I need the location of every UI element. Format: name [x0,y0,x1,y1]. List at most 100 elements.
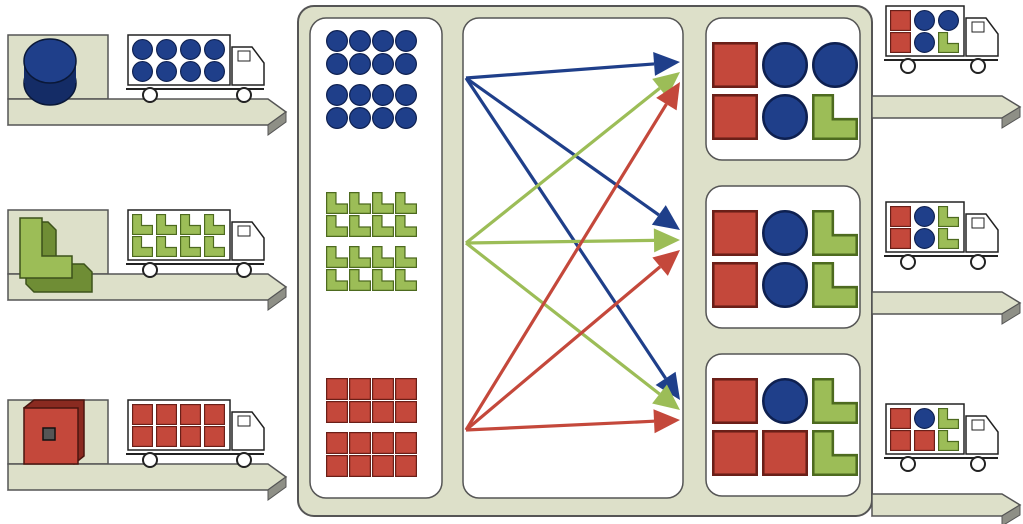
stock-item [395,378,418,401]
inbound-arrow [6,98,288,136]
truck-window [237,415,251,427]
mix-item [761,429,808,476]
outbound-truck [884,403,999,472]
outbound-truck [884,201,999,270]
truck-cargo-item [155,60,177,83]
truck-cargo-item [179,38,201,61]
stock-item [395,30,418,52]
stock-item [326,107,349,130]
truck-cargo-item [889,430,911,452]
mix-item [812,210,858,256]
truck-cargo-item [155,404,177,426]
stock-item [325,214,349,238]
mix-item [761,41,808,89]
truck-cargo-item [913,408,935,430]
mix-item [711,377,758,424]
inbound-truck [126,209,265,278]
stock-item [326,432,349,455]
stock-item [326,401,349,424]
stock-item [348,214,372,238]
stock-item [349,378,372,401]
inbound-truck [126,34,265,103]
stock-item [395,107,418,130]
stock-item [349,107,372,130]
stock-item [325,268,349,292]
stock-item [325,245,349,269]
inbound-truck [126,399,265,468]
truck-cargo-item [913,227,935,249]
truck-cargo-item [203,60,225,83]
mix-item [811,41,858,89]
inbound-lane-1 [6,34,288,136]
stock-item [371,268,395,292]
outbound-lane-1 [870,5,1022,129]
truck-cargo-item [155,213,178,236]
truck-window [971,217,985,229]
truck-cargo-item [889,227,911,249]
truck-window [971,419,985,431]
truck-wheel [900,58,916,74]
l-shape-product-icon [19,217,93,293]
mix-item [711,209,758,256]
stock-item [394,245,418,269]
truck-cargo-item [131,38,153,61]
stock-item [349,432,372,455]
truck-wheel [142,452,158,468]
square-stock-icon [326,378,418,478]
truck-cargo-item [913,9,935,32]
stock-item [326,455,349,478]
route-arrow-square-to-3 [465,409,680,434]
stock-item [371,191,395,215]
stock-item [372,53,395,75]
truck-cargo-item [937,31,960,54]
truck-cargo-item [913,205,935,227]
truck-wheel [142,87,158,103]
truck-cargo-item [203,38,225,61]
stock-item [326,30,349,52]
outbound-arrow [870,291,1022,325]
truck-cargo-item [179,235,202,258]
truck-cargo-item [937,429,960,452]
outbound-truck [884,5,999,74]
stock-item [349,84,372,107]
truck-wheel [970,58,986,74]
destination-mix-2 [711,209,858,308]
truck-cargo-item [179,404,201,426]
stock-item [348,191,372,215]
mix-item [711,429,758,476]
truck-cargo-item [155,38,177,61]
stock-item [371,245,395,269]
route-arrow-lshape-to-2 [465,228,680,253]
outbound-lanes [870,5,1022,524]
truck-cargo-item [937,9,959,32]
mix-item [711,41,758,89]
truck-cargo-item [913,430,935,452]
truck-cargo-item [889,31,911,54]
route-arrow-square-to-1 [464,82,680,431]
truck-cargo-item [889,205,911,227]
stock-item [348,245,372,269]
mix-item [761,93,808,141]
truck-cargo-item [203,213,226,236]
truck-cargo-item [937,227,960,250]
truck-cargo-item [203,235,226,258]
truck-wheel [142,262,158,278]
stock-item [395,432,418,455]
truck-cargo-item [131,235,154,258]
mix-item [711,261,758,308]
truck-cargo-item [131,60,153,83]
truck-cargo-item [913,31,935,54]
truck-cargo-item [131,213,154,236]
inbound-arrow [6,463,288,501]
mix-item [812,378,858,424]
destination-mix-1 [711,41,858,141]
stock-item [349,401,372,424]
truck-window [971,21,985,33]
truck-cargo-item [155,426,177,448]
truck-window [237,50,251,62]
truck-cargo-item [937,407,960,430]
stock-item [349,53,372,75]
truck-cargo-item [937,205,960,228]
mix-item [761,377,808,424]
